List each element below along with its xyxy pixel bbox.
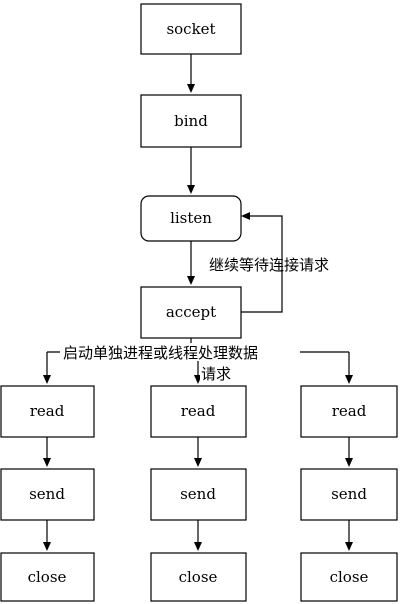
arrowhead-read-left — [43, 375, 51, 384]
node-accept: accept — [140, 286, 242, 339]
worker-column-left: read send close — [0, 385, 95, 602]
note-spawn-bg — [60, 343, 300, 361]
node-listen: listen — [140, 195, 242, 242]
worker-column-middle: read send close — [150, 385, 247, 602]
node-accept-label: accept — [166, 303, 216, 321]
note-spawn-line2-bg — [200, 365, 234, 383]
node-read-left: read — [0, 385, 95, 438]
node-close-left: close — [0, 552, 95, 602]
node-close-left-label: close — [28, 568, 67, 586]
arrowhead-bind — [187, 84, 195, 93]
node-send-left: send — [0, 468, 95, 521]
arrowhead-send-right — [345, 458, 353, 467]
arrowhead-loop — [241, 212, 250, 220]
note-spawn-line2: 请求 — [201, 365, 231, 383]
node-read-left-label: read — [30, 402, 65, 420]
arrowhead-close-middle — [194, 542, 202, 551]
node-bind: bind — [140, 94, 242, 148]
node-listen-label: listen — [170, 209, 212, 227]
node-close-right-label: close — [330, 568, 369, 586]
node-read-middle-label: read — [181, 402, 216, 420]
arrowhead-close-left — [43, 542, 51, 551]
arrowhead-send-middle — [194, 458, 202, 467]
node-read-middle: read — [150, 385, 247, 438]
arrowhead-accept — [187, 276, 195, 285]
arrowhead-read-right — [345, 375, 353, 384]
node-send-middle: send — [150, 468, 247, 521]
node-close-middle-label: close — [179, 568, 218, 586]
node-bind-label: bind — [174, 112, 208, 130]
node-send-middle-label: send — [180, 485, 216, 503]
note-wait-loop: 继续等待连接请求 — [209, 256, 329, 274]
node-socket: socket — [140, 3, 242, 55]
edge-accept-loop — [241, 215, 283, 313]
arrowhead-close-right — [345, 542, 353, 551]
note-spawn: 启动单独进程或线程处理数据 请求 — [60, 343, 300, 383]
arrowhead-listen — [187, 185, 195, 194]
node-read-right-label: read — [332, 402, 367, 420]
note-wait-loop-text: 继续等待连接请求 — [209, 256, 329, 274]
node-read-right: read — [300, 385, 398, 438]
node-socket-label: socket — [166, 20, 215, 38]
node-send-right-label: send — [331, 485, 367, 503]
note-spawn-line1: 启动单独进程或线程处理数据 — [63, 344, 258, 362]
node-send-left-label: send — [29, 485, 65, 503]
worker-column-right: read send close — [300, 385, 398, 602]
node-close-right: close — [300, 552, 398, 602]
node-send-right: send — [300, 468, 398, 521]
arrowhead-send-left — [43, 458, 51, 467]
node-close-middle: close — [150, 552, 247, 602]
